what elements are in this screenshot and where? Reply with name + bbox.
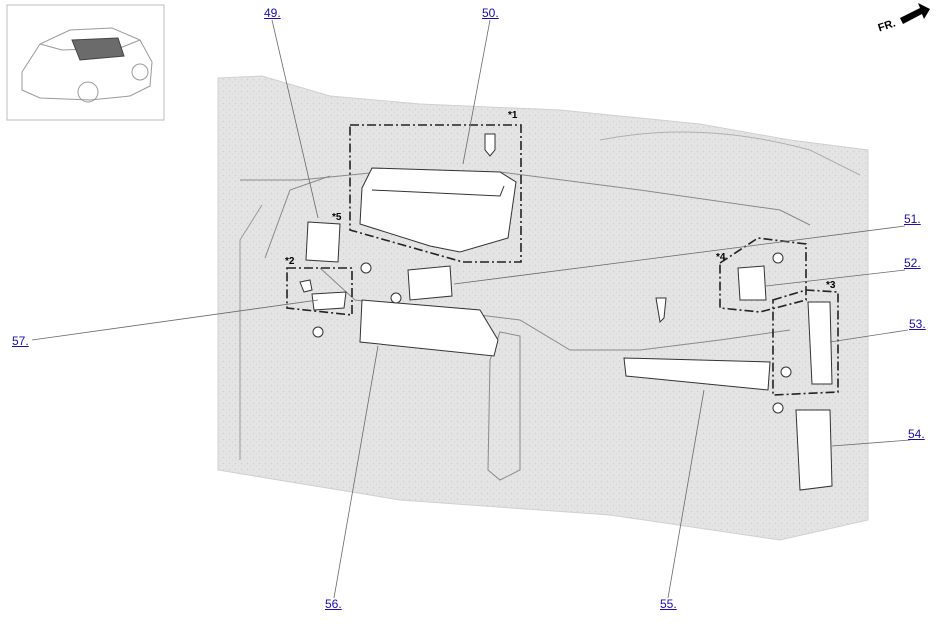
callout-55[interactable]: 55. <box>660 597 677 611</box>
part-56-knee-airbag <box>359 299 499 357</box>
leader-52 <box>765 269 906 287</box>
leader-56 <box>333 345 379 599</box>
parts <box>299 133 833 491</box>
leader-51 <box>453 225 906 285</box>
part-50-airbag-module <box>359 167 517 253</box>
marker-5: *5 <box>332 212 342 223</box>
marker-1: *1 <box>508 110 518 121</box>
callout-49[interactable]: 49. <box>264 6 281 20</box>
part-55-knee-airbag <box>623 357 771 391</box>
group-box-1 <box>349 124 522 263</box>
group-box-2 <box>286 267 353 316</box>
front-direction-arrow-icon <box>900 3 930 24</box>
leader-57 <box>31 299 319 341</box>
marker-3: *3 <box>826 280 836 291</box>
leader-lines <box>31 19 911 599</box>
callout-54[interactable]: 54. <box>908 427 925 441</box>
part-54-module <box>795 409 833 491</box>
vehicle-locator-thumbnail <box>6 4 165 121</box>
part-53-bracket <box>807 301 833 385</box>
leader-49 <box>271 19 319 219</box>
leader-54 <box>831 439 911 447</box>
marker-2: *2 <box>285 256 295 267</box>
callout-50[interactable]: 50. <box>482 6 499 20</box>
group-outlines <box>286 124 839 396</box>
callout-56[interactable]: 56. <box>325 597 342 611</box>
leader-50 <box>462 19 491 165</box>
part-55-bolt <box>655 297 667 324</box>
leader-55 <box>667 389 705 599</box>
part-49-sensor <box>305 221 341 263</box>
callout-53[interactable]: 53. <box>909 317 926 331</box>
part-52-sensor <box>737 265 767 301</box>
leader-53 <box>829 329 909 343</box>
callout-51[interactable]: 51. <box>904 212 921 226</box>
callout-57[interactable]: 57. <box>12 334 29 348</box>
part-50-bolt <box>484 133 496 157</box>
group-box-4 <box>719 237 807 313</box>
marker-4: *4 <box>716 252 726 263</box>
part-51-ecu <box>407 265 453 301</box>
callout-52[interactable]: 52. <box>904 256 921 270</box>
part-57-bracket <box>311 291 347 311</box>
